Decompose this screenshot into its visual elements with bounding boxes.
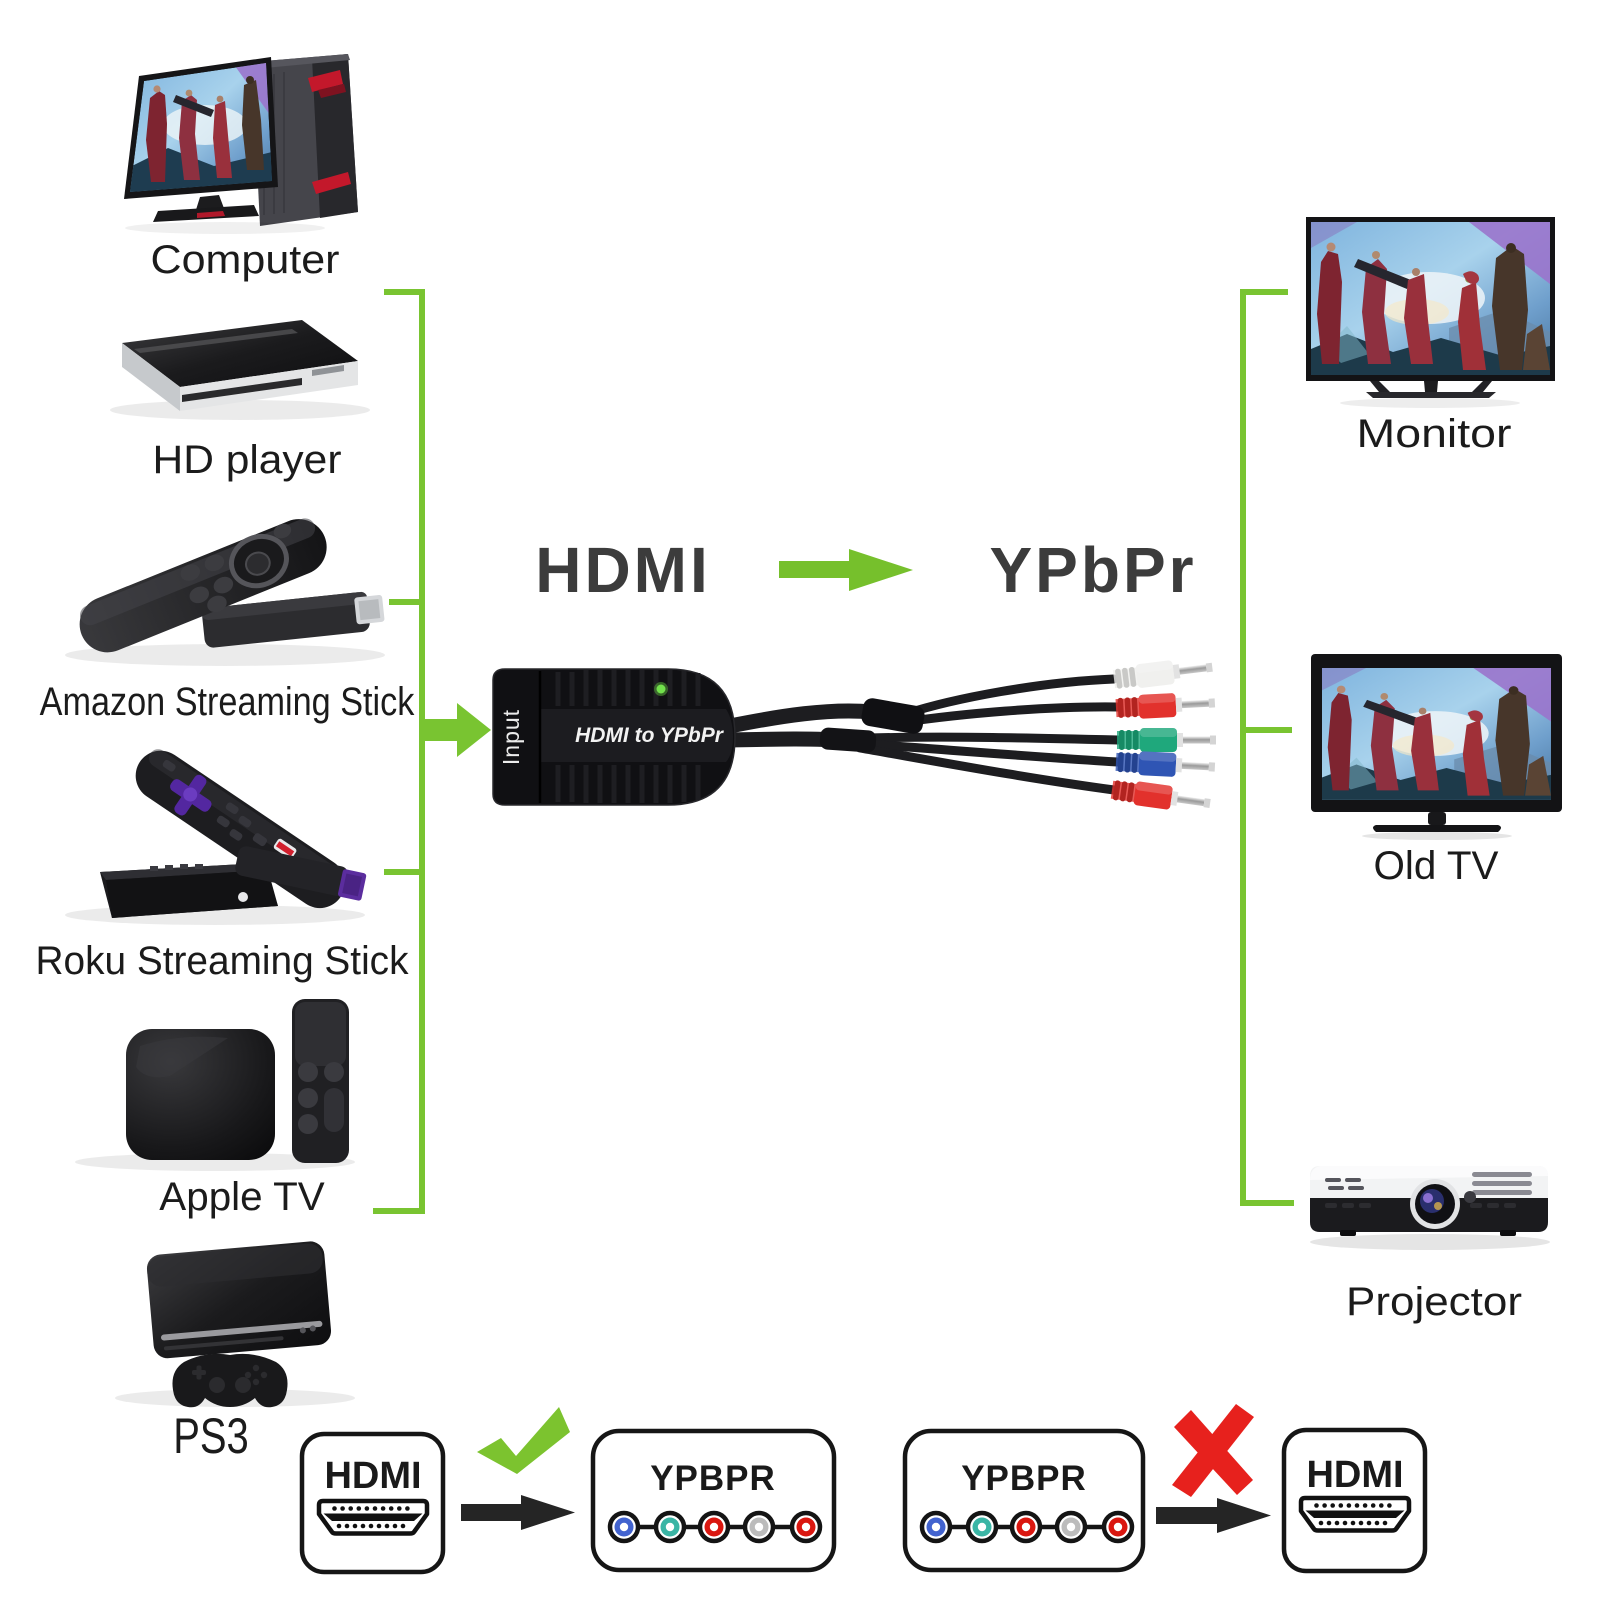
- svg-text:Monitor: Monitor: [1357, 412, 1512, 456]
- svg-text:Projector: Projector: [1346, 1279, 1522, 1324]
- svg-text:Old TV: Old TV: [1374, 843, 1499, 888]
- svg-text:HDMI: HDMI: [324, 1455, 421, 1497]
- svg-text:Apple TV: Apple TV: [159, 1174, 325, 1219]
- svg-text:YPbPr: YPbPr: [989, 534, 1196, 606]
- svg-text:HDMI: HDMI: [535, 534, 711, 606]
- svg-text:YPBPR: YPBPR: [650, 1459, 776, 1498]
- svg-text:HD player: HD player: [153, 437, 342, 482]
- svg-text:PS3: PS3: [173, 1408, 249, 1464]
- svg-text:HDMI: HDMI: [1306, 1454, 1403, 1496]
- svg-text:Computer: Computer: [151, 236, 340, 281]
- svg-text:Input: Input: [498, 709, 524, 765]
- svg-text:Amazon Streaming Stick: Amazon Streaming Stick: [40, 678, 415, 723]
- svg-text:YPBPR: YPBPR: [961, 1459, 1087, 1498]
- svg-text:HDMI to YPbPr: HDMI to YPbPr: [575, 724, 725, 747]
- svg-text:Roku Streaming Stick: Roku Streaming Stick: [36, 938, 409, 983]
